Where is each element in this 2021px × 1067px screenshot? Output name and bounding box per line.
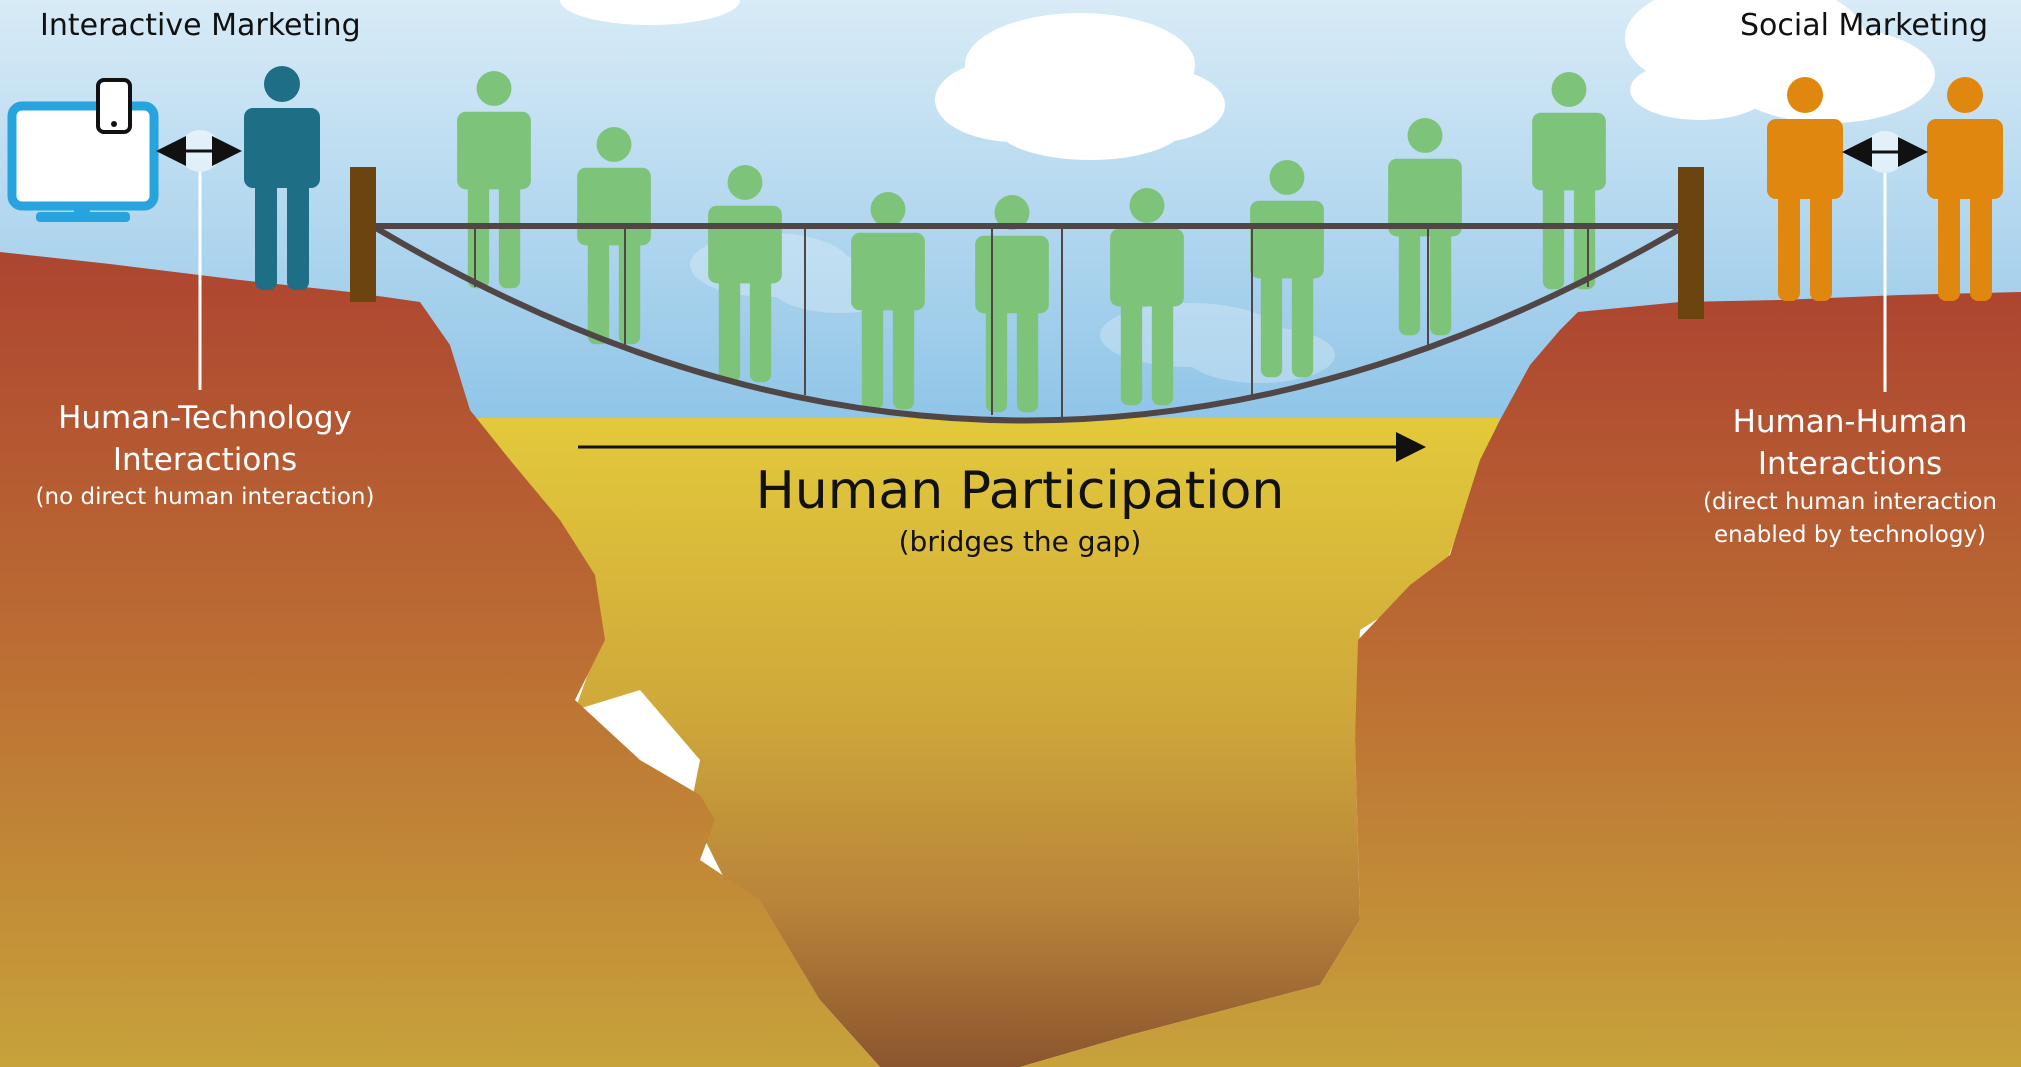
center-subtitle: (bridges the gap) — [899, 525, 1142, 558]
right-heading: Social Marketing — [1740, 8, 1988, 43]
social-user-person-icon — [1767, 77, 1843, 301]
device-group — [7, 78, 159, 222]
cloud — [560, 0, 740, 25]
crowd-person-icon — [1532, 72, 1606, 290]
gap — [440, 418, 1500, 1067]
crowd-person-icon — [851, 192, 925, 410]
left-interaction-note: (no direct human interaction) — [36, 484, 375, 510]
crowd-person-icon — [457, 71, 531, 289]
left-interaction-title-line2: Interactions — [113, 442, 297, 478]
double-arrow-icon — [156, 130, 242, 172]
left-cliff — [0, 252, 880, 1067]
bridge-post-left — [350, 167, 376, 302]
left-interaction-title: Human-Technology — [58, 400, 352, 436]
crowd-person-icon — [975, 195, 1049, 413]
phone-icon — [96, 78, 132, 134]
crowd-person-icon — [1388, 118, 1462, 336]
bridge-hangers — [474, 226, 1589, 417]
bridge — [374, 223, 1680, 424]
social-user-person-icon — [1927, 77, 2003, 301]
double-arrow-icon — [1842, 131, 1928, 173]
tech-user-person-icon — [244, 66, 320, 290]
cloud — [1625, 0, 1935, 123]
center-title: Human Participation — [756, 461, 1285, 521]
cloud — [935, 13, 1225, 160]
crowd-person-icon — [1250, 160, 1324, 378]
right-interaction-title: Human-Human — [1733, 404, 1968, 440]
monitor-icon — [7, 101, 159, 222]
crowd-person-icon — [1110, 188, 1184, 406]
left-heading: Interactive Marketing — [40, 8, 361, 43]
right-cliff — [1020, 292, 2021, 1067]
bridge-post-right — [1678, 167, 1704, 319]
right-interaction-note-line2: enabled by technology) — [1714, 522, 1986, 548]
bridge-deck-cable — [374, 225, 1680, 424]
right-interaction-note: (direct human interaction — [1703, 489, 1997, 515]
right-interaction-title-line2: Interactions — [1758, 446, 1942, 482]
